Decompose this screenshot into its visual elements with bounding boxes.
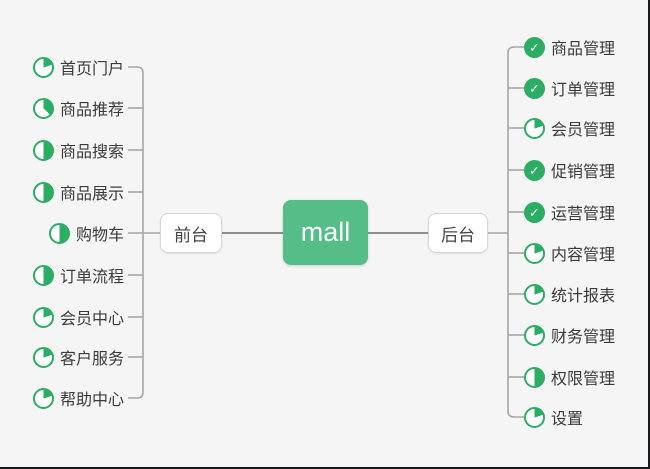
progress-pie-icon — [32, 56, 54, 78]
check-icon — [524, 201, 545, 223]
leaf-label: 会员管理 — [551, 122, 616, 139]
leaf-node: 促销管理 — [524, 155, 615, 185]
leaf-node: 商品管理 — [524, 32, 615, 62]
leaf-label: 首页门户 — [59, 61, 124, 78]
leaf-label: 商品管理 — [551, 41, 616, 58]
leaf-label: 财务管理 — [551, 329, 616, 346]
check-icon — [524, 77, 545, 99]
leaf-node: 购物车 — [48, 218, 124, 248]
progress-pie-icon — [48, 222, 70, 244]
leaf-label: 会员中心 — [59, 311, 124, 328]
leaf-label: 商品搜索 — [59, 144, 124, 161]
leaf-node: 首页门户 — [32, 52, 124, 82]
progress-pie-icon — [524, 324, 545, 346]
progress-pie-icon — [524, 117, 545, 139]
progress-pie-icon — [32, 97, 54, 119]
check-icon — [524, 159, 545, 181]
leaf-node: 商品展示 — [32, 177, 124, 207]
leaf-label: 订单流程 — [59, 269, 124, 286]
leaf-node: 运营管理 — [524, 197, 615, 227]
leaf-label: 促销管理 — [551, 164, 616, 181]
leaf-label: 商品展示 — [59, 186, 124, 203]
leaf-node: 会员管理 — [524, 113, 615, 143]
progress-pie-icon — [32, 306, 54, 328]
leaf-label: 客户服务 — [59, 351, 124, 368]
progress-pie-icon — [524, 242, 545, 264]
leaf-node: 客户服务 — [32, 342, 124, 372]
branch-node-back: 后台 — [428, 213, 488, 253]
check-icon — [524, 36, 545, 58]
leaf-label: 帮助中心 — [59, 392, 124, 409]
progress-pie-icon — [524, 283, 545, 305]
leaf-label: 订单管理 — [551, 82, 616, 99]
leaf-node: 财务管理 — [524, 320, 615, 350]
leaf-label: 统计报表 — [551, 288, 616, 305]
leaf-node: 帮助中心 — [32, 383, 124, 413]
root-node-mall: mall — [283, 200, 368, 265]
leaf-label: 设置 — [551, 411, 584, 428]
leaf-node: 订单管理 — [524, 73, 615, 103]
leaf-label: 运营管理 — [551, 206, 616, 223]
leaf-label: 商品推荐 — [59, 102, 124, 119]
branch-node-front: 前台 — [160, 213, 222, 253]
leaf-label: 内容管理 — [551, 247, 616, 264]
leaf-node: 订单流程 — [32, 260, 124, 290]
leaf-label: 购物车 — [75, 227, 124, 244]
leaf-node: 设置 — [524, 402, 583, 432]
progress-pie-icon — [32, 387, 54, 409]
leaf-node: 内容管理 — [524, 238, 615, 268]
progress-pie-icon — [524, 366, 545, 388]
leaf-node: 商品推荐 — [32, 93, 124, 123]
leaf-node: 统计报表 — [524, 279, 615, 309]
progress-pie-icon — [32, 346, 54, 368]
leaf-node: 会员中心 — [32, 302, 124, 332]
progress-pie-icon — [32, 139, 54, 161]
progress-pie-icon — [32, 181, 54, 203]
progress-pie-icon — [32, 264, 54, 286]
leaf-node: 权限管理 — [524, 362, 615, 392]
progress-pie-icon — [524, 406, 545, 428]
leaf-label: 权限管理 — [551, 371, 616, 388]
leaf-node: 商品搜索 — [32, 135, 124, 165]
